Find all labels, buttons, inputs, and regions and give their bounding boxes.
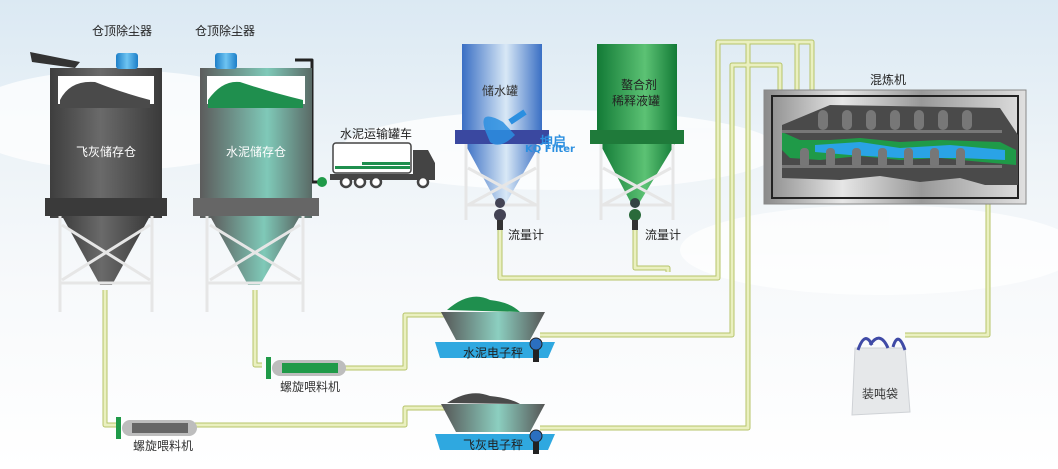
- fly-ash-scale: [435, 393, 555, 454]
- motor-icon: [529, 337, 543, 362]
- screw-feeder-fly-ash: [116, 417, 197, 439]
- dust-collector-label-2: 仓顶除尘器: [195, 24, 256, 38]
- cement-truck-icon: [317, 142, 435, 189]
- chelate-tank: [590, 44, 684, 230]
- flowmeter-icon: [494, 198, 506, 230]
- cement-silo: [193, 53, 319, 312]
- flowmeter-label-2: 流量计: [645, 228, 682, 242]
- cement-scale-label: 水泥电子秤: [463, 346, 524, 360]
- mixer-label: 混炼机: [870, 73, 907, 87]
- motor-icon: [529, 429, 543, 454]
- dust-collector-icon: [215, 53, 237, 69]
- flowmeter-icon: [629, 198, 641, 230]
- screw-feeder-cement: [266, 357, 346, 379]
- ton-bag-label: 装吨袋: [862, 387, 899, 401]
- logo-cn-text: 坤启: [540, 135, 567, 150]
- screw-feeder-label-2: 螺旋喂料机: [133, 439, 194, 453]
- fly-ash-silo-label: 飞灰储存仓: [76, 145, 137, 159]
- fly-ash-silo: [30, 52, 167, 312]
- mixer: [763, 89, 1027, 205]
- fly-ash-scale-label: 飞灰电子秤: [463, 438, 524, 452]
- cement-silo-label: 水泥储存仓: [226, 145, 287, 159]
- kq-filter-logo: [483, 109, 527, 145]
- screw-feeder-label-1: 螺旋喂料机: [280, 380, 341, 394]
- pipes: [102, 39, 991, 431]
- water-tank-label: 储水罐: [482, 84, 519, 98]
- chelate-tank-label-line1: 螯合剂: [621, 78, 658, 92]
- chelate-tank-label-line2: 稀释液罐: [612, 94, 661, 108]
- logo-en-text: KQ Filter: [525, 144, 575, 155]
- water-tank: [455, 44, 549, 230]
- dust-collector-label-1: 仓顶除尘器: [92, 24, 153, 38]
- flowmeter-label-1: 流量计: [508, 228, 545, 242]
- cement-truck-label: 水泥运输罐车: [340, 127, 413, 141]
- ton-bag-icon: [851, 336, 911, 416]
- dust-collector-icon: [116, 53, 138, 69]
- cement-scale: [435, 296, 555, 362]
